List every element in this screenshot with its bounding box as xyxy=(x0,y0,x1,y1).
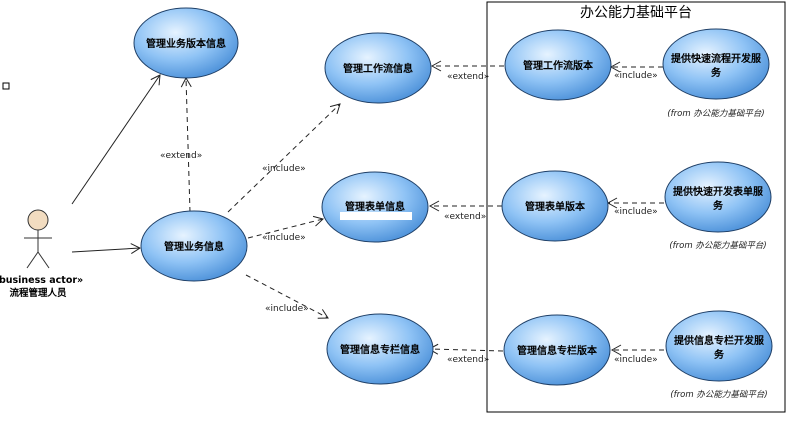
from-note-quick-workflow: (from 办公能力基础平台) xyxy=(667,108,764,119)
usecase-quick-workflow-line1: 提供快速流程开发服 xyxy=(671,52,762,65)
usecase-quick-workflow-line2: 务 xyxy=(711,66,722,79)
extend-biz xyxy=(180,76,192,213)
usecase-column-version-label: 管理信息专栏版本 xyxy=(517,344,598,357)
include-workflow xyxy=(227,103,341,213)
usecase-column-dev-line1: 提供信息专栏开发服 xyxy=(674,334,765,347)
usecase-quick-form[interactable]: 提供快速开发表单服 务 xyxy=(664,161,772,233)
actor-name: 流程管理人员 xyxy=(9,287,67,299)
usecase-column-info[interactable]: 管理信息专栏信息 xyxy=(326,313,434,385)
usecase-form-info[interactable]: 管理表单信息 xyxy=(321,171,429,243)
label-extend-column: «extend» xyxy=(447,355,489,365)
usecase-quick-form-line1: 提供快速开发表单服 xyxy=(673,185,764,198)
usecase-biz-info[interactable]: 管理业务信息 xyxy=(140,210,248,282)
usecase-form-version[interactable]: 管理表单版本 xyxy=(501,170,609,242)
usecase-biz-version-label: 管理业务版本信息 xyxy=(146,37,226,50)
include-form xyxy=(247,215,324,239)
label-include-column: «include» xyxy=(265,304,309,314)
system-boundary: 办公能力基础平台 xyxy=(486,1,786,413)
usecase-workflow-version-label: 管理工作流版本 xyxy=(523,59,594,72)
assoc-actor-biz-version xyxy=(71,74,161,205)
assoc-actor-biz-info xyxy=(71,243,142,254)
usecase-workflow-info[interactable]: 管理工作流信息 xyxy=(324,32,432,104)
actor-process-manager[interactable]: «business actor» 流程管理人员 xyxy=(0,209,83,299)
label-include-column-dev: «include» xyxy=(614,355,658,365)
label-extend-biz: «extend» xyxy=(160,151,202,161)
label-include-quick-workflow: «include» xyxy=(614,71,658,81)
connector-labels: «extend» «include» «include» «include» «… xyxy=(160,71,658,365)
usecase-column-info-label: 管理信息专栏信息 xyxy=(340,343,420,356)
usecase-biz-version[interactable]: 管理业务版本信息 xyxy=(133,7,239,79)
actor-head xyxy=(27,209,49,231)
actor-stereotype: «business actor» xyxy=(0,275,83,286)
usecase-column-version[interactable]: 管理信息专栏版本 xyxy=(503,314,611,386)
connectors xyxy=(71,60,664,356)
usecase-quick-workflow[interactable]: 提供快速流程开发服 务 xyxy=(662,28,770,100)
usecase-form-version-label: 管理表单版本 xyxy=(525,200,586,213)
label-include-form: «include» xyxy=(262,233,306,243)
label-extend-workflow: «extend» xyxy=(447,72,489,82)
usecase-workflow-version[interactable]: 管理工作流版本 xyxy=(504,29,612,101)
from-note-column-dev: (from 办公能力基础平台) xyxy=(670,389,767,400)
from-note-quick-form: (from 办公能力基础平台) xyxy=(669,240,766,251)
boundary-title: 办公能力基础平台 xyxy=(580,4,692,21)
label-include-workflow: «include» xyxy=(262,164,306,174)
usecase-column-dev[interactable]: 提供信息专栏开发服 务 xyxy=(665,310,773,382)
usecase-column-dev-line2: 务 xyxy=(714,348,725,361)
usecase-biz-info-label: 管理业务信息 xyxy=(164,240,224,253)
usecase-quick-form-line2: 务 xyxy=(713,199,724,212)
usecase-workflow-info-label: 管理工作流信息 xyxy=(343,62,413,75)
extend-column xyxy=(427,343,504,355)
usecase-form-info-label: 管理表单信息 xyxy=(345,200,405,213)
label-include-quick-form: «include» xyxy=(614,207,658,217)
handle-square xyxy=(2,82,10,90)
label-extend-form: «extend» xyxy=(444,212,486,222)
form-info-highlight xyxy=(340,212,412,220)
include-column xyxy=(245,274,329,319)
